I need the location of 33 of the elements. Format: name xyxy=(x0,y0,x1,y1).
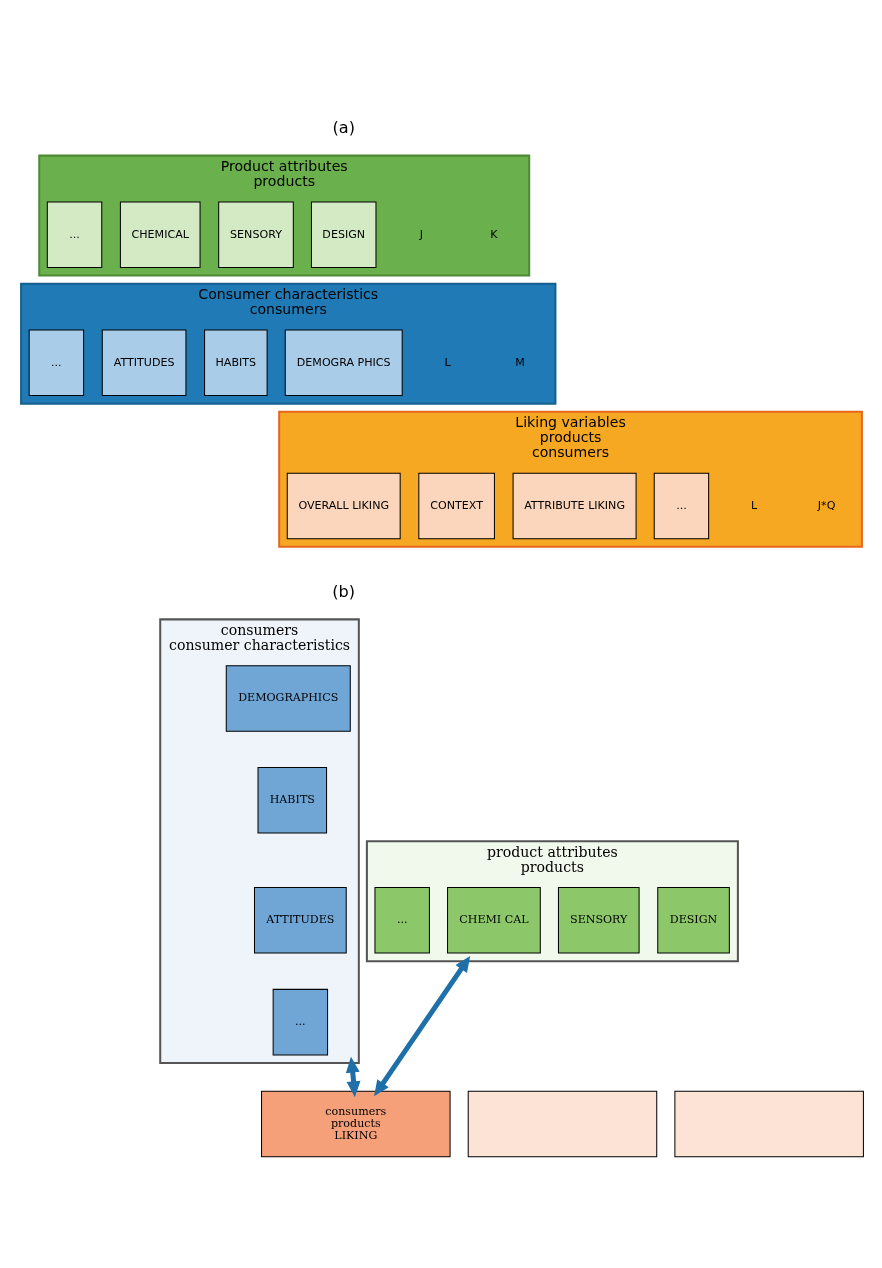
node-label: J*Q xyxy=(817,498,835,512)
node-box: ATTITUDES xyxy=(253,887,347,954)
label: (a) xyxy=(331,118,355,138)
node-box: ATTRIBUTE LIKING xyxy=(512,472,637,540)
node-box: ... xyxy=(272,988,328,1056)
node-label: L xyxy=(750,498,757,512)
node-label: M xyxy=(514,355,525,369)
label: (b) xyxy=(331,582,355,601)
node-box: DEMOGRA PHICS xyxy=(284,329,403,397)
node-label: L xyxy=(443,355,451,369)
node-box: DESIGN xyxy=(310,201,376,269)
node-box: ... xyxy=(46,201,102,269)
node-box xyxy=(467,1090,657,1158)
node-box: ATTITUDES xyxy=(101,329,186,397)
node-box: ... xyxy=(373,887,430,954)
node-box: OVERALL LIKING xyxy=(286,472,401,540)
node-box xyxy=(673,1090,864,1158)
arrow xyxy=(373,955,470,1097)
node-box: HABITS xyxy=(203,329,268,397)
arrow xyxy=(345,1056,361,1098)
node-box: CHEMI CAL xyxy=(446,887,541,954)
node-box: DEMOGRAPHICS xyxy=(225,665,351,732)
node-box: SENSORY xyxy=(557,887,640,954)
node-label: K xyxy=(489,227,498,241)
node-box: SENSORY xyxy=(217,201,294,269)
node-box: DESIGN xyxy=(656,887,730,954)
node-box: consumers products LIKING xyxy=(260,1090,451,1158)
node-box: CONTEXT xyxy=(417,472,495,540)
node-box: HABITS xyxy=(257,767,327,834)
node-box: ... xyxy=(28,329,84,397)
node-box: ... xyxy=(653,472,709,540)
node-label: J xyxy=(419,227,423,241)
node-box: CHEMICAL xyxy=(119,201,201,269)
